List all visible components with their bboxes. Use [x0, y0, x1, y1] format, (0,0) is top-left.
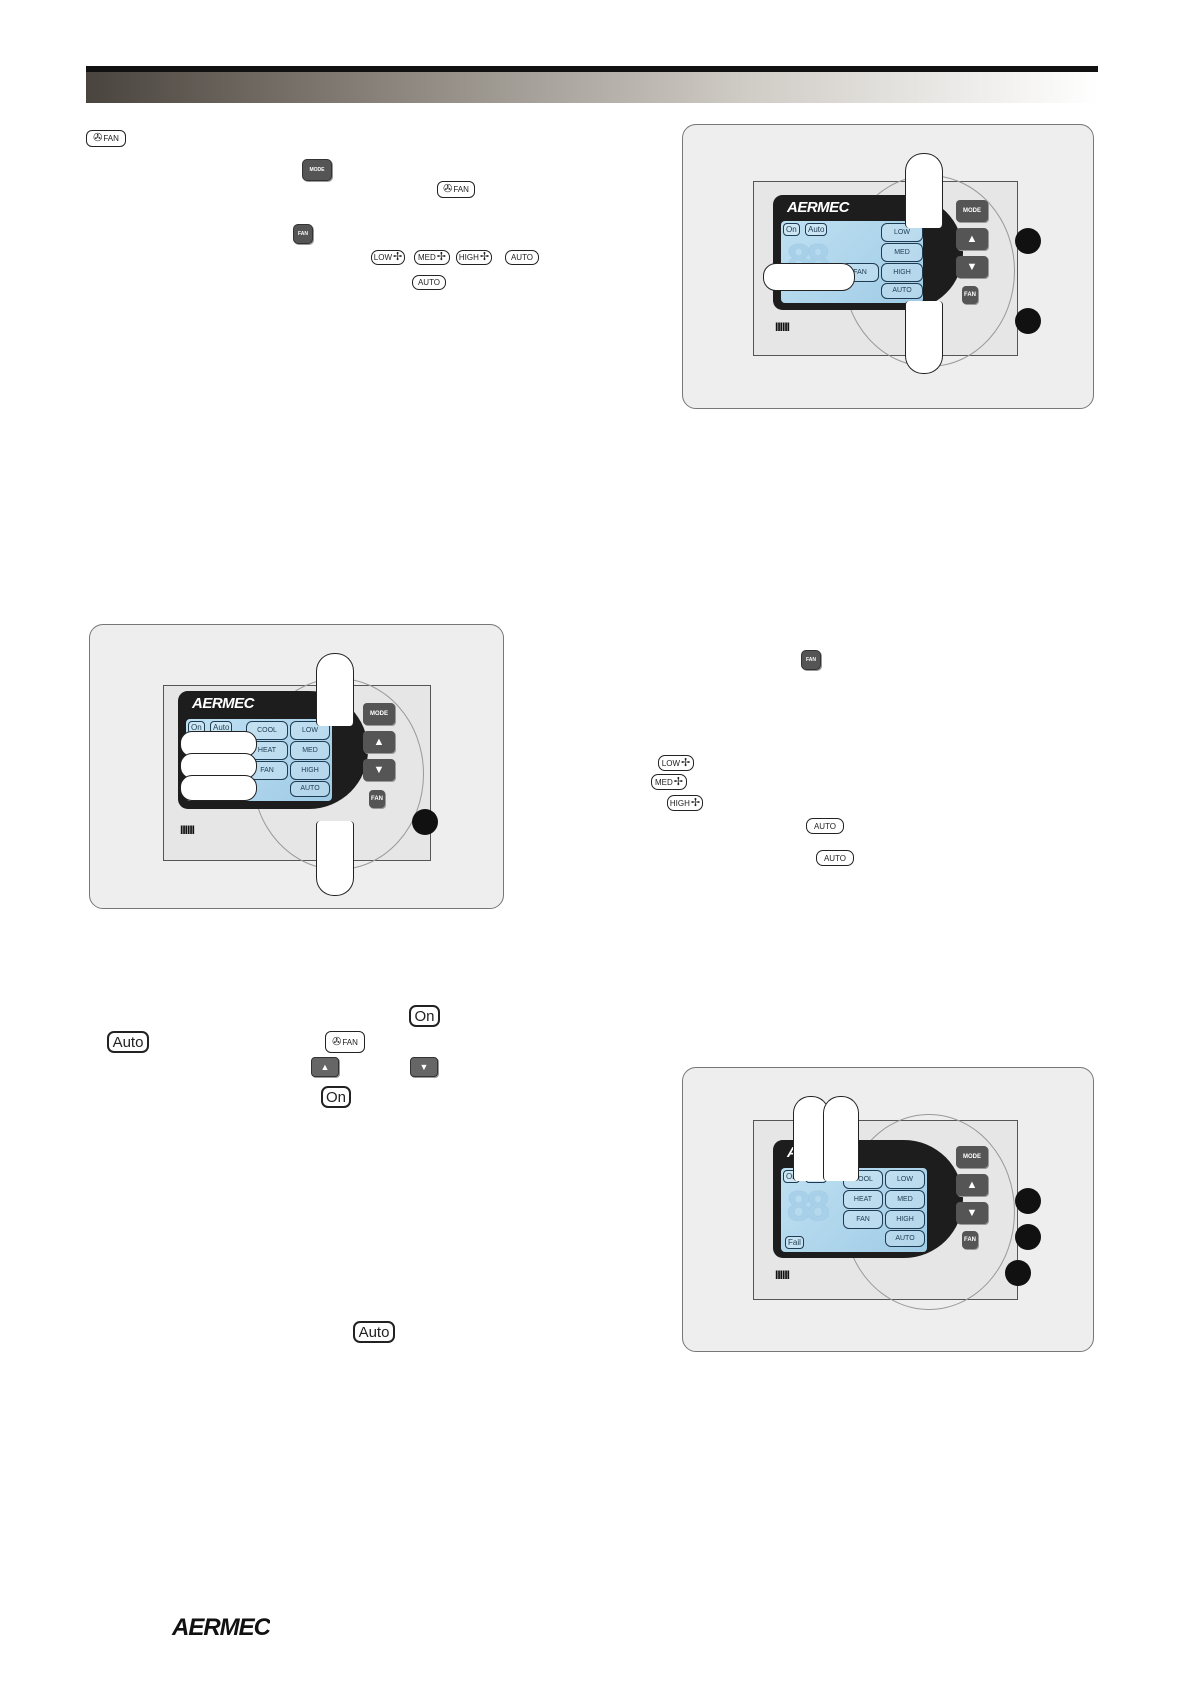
finger-bottom: [316, 821, 354, 896]
callout-dot: [1015, 1224, 1041, 1250]
high-button: HIGH: [881, 263, 923, 282]
fan-key: FAN: [369, 790, 385, 808]
low-button: LOW: [885, 1170, 925, 1189]
finger-left: [180, 753, 257, 779]
fan-icon: ✇: [93, 132, 103, 144]
up-key: ▲: [956, 1174, 988, 1196]
down-arrow-icon: ▼: [410, 1057, 438, 1077]
callout-dot: [1005, 1260, 1031, 1286]
high-speed-icon: HIGH✢: [667, 795, 703, 811]
mode-button-icon: MODE: [302, 159, 332, 181]
auto-button: AUTO: [290, 781, 330, 797]
high-speed-icon: HIGH✢: [456, 250, 492, 265]
on-indicator-icon: On: [409, 1005, 440, 1027]
auto-button: AUTO: [881, 283, 923, 299]
finger-left: [180, 775, 257, 801]
auto-speed-icon: AUTO: [412, 275, 446, 290]
fail-tag: Fail: [785, 1236, 804, 1249]
thermostat-figure-3: AERMEC On Auto 88 Fail COOL HEAT FAN LOW…: [682, 1067, 1094, 1352]
finger-left: [180, 731, 257, 757]
auto-speed-icon: AUTO: [505, 250, 539, 265]
med-button: MED: [885, 1190, 925, 1209]
brand-label: AERMEC: [787, 199, 850, 216]
mode-key: MODE: [956, 1146, 988, 1168]
callout-dot: [1015, 228, 1041, 254]
fan-icon: ✢: [436, 251, 446, 263]
auto-speed-icon: AUTO: [806, 818, 844, 834]
fan-button-icon: ✇FAN: [86, 130, 126, 147]
cool-button: COOL: [246, 721, 288, 740]
mode-key: MODE: [956, 200, 988, 222]
signal-bars: IIIIII: [775, 1268, 790, 1282]
med-button: MED: [290, 741, 330, 760]
callout-dot: [1015, 308, 1041, 334]
finger-top: [905, 153, 943, 228]
fan-key: FAN: [962, 1231, 978, 1249]
fan-icon: ✇: [332, 1035, 342, 1048]
med-button: MED: [881, 243, 923, 262]
mode-key: MODE: [363, 703, 395, 725]
auto-indicator-icon: Auto: [353, 1321, 395, 1343]
thermostat-figure-2: AERMEC On Auto COOL HEAT FAN LOW MED HIG…: [89, 624, 504, 909]
fan-icon: ✢: [393, 251, 403, 263]
fan-key-icon: FAN: [293, 224, 313, 244]
finger-bottom: [905, 301, 943, 374]
callout-dot: [1015, 1188, 1041, 1214]
fan-icon: ✇: [443, 183, 453, 195]
callout-dot: [412, 809, 438, 835]
low-speed-icon: LOW✢: [658, 755, 694, 771]
med-speed-icon: MED✢: [651, 774, 687, 790]
lcd-screen: On Auto 88 Fail COOL HEAT FAN LOW MED HI…: [781, 1168, 927, 1252]
high-button: HIGH: [290, 761, 330, 780]
med-speed-icon: MED✢: [414, 250, 450, 265]
up-arrow-icon: ▲: [311, 1057, 339, 1077]
temperature-digits: 88: [787, 1182, 830, 1229]
lcd-frame: AERMEC On Auto 88 LOW MED HIGH FAN AUTO: [773, 195, 963, 310]
down-key: ▼: [363, 759, 395, 781]
finger-left: [763, 263, 855, 291]
finger-top: [316, 653, 354, 726]
header-bar: [86, 72, 1098, 103]
up-key: ▲: [956, 228, 988, 250]
fan-key: FAN: [962, 286, 978, 304]
auto-button: AUTO: [885, 1230, 925, 1247]
signal-bars: IIIIII: [775, 320, 790, 334]
signal-bars: IIIIII: [180, 823, 195, 837]
lcd-screen: On Auto 88 LOW MED HIGH FAN AUTO: [781, 221, 923, 303]
fan-icon: ✢: [479, 251, 490, 263]
fan-key-icon: FAN: [801, 650, 821, 670]
fan-button: FAN: [843, 1210, 883, 1229]
heat-button: HEAT: [843, 1190, 883, 1209]
brand-label: AERMEC: [192, 695, 255, 712]
up-key: ▲: [363, 731, 395, 753]
header-line: [86, 66, 1098, 72]
on-tag: On: [783, 223, 800, 236]
footer-brand: AERMEC: [171, 1614, 270, 1639]
fan-icon: ✢: [690, 796, 701, 809]
auto-tag: Auto: [805, 223, 828, 236]
thermostat-figure-1: AERMEC On Auto 88 LOW MED HIGH FAN AUTO …: [682, 124, 1094, 409]
fan-icon: ✢: [673, 775, 683, 788]
fan-button-icon: ✇FAN: [437, 181, 475, 198]
aermec-logo: AERMEC: [171, 1614, 273, 1641]
footer-logo: AERMEC: [170, 1613, 273, 1641]
high-button: HIGH: [885, 1210, 925, 1229]
low-speed-icon: LOW✢: [371, 250, 405, 265]
finger-top: [823, 1096, 859, 1181]
auto-indicator-icon: Auto: [107, 1031, 149, 1053]
down-key: ▼: [956, 1202, 988, 1224]
auto-speed-icon: AUTO: [816, 850, 854, 866]
down-key: ▼: [956, 256, 988, 278]
fan-button-icon: ✇FAN: [325, 1031, 365, 1053]
fan-icon: ✢: [681, 756, 691, 769]
on-indicator-icon: On: [321, 1086, 351, 1108]
